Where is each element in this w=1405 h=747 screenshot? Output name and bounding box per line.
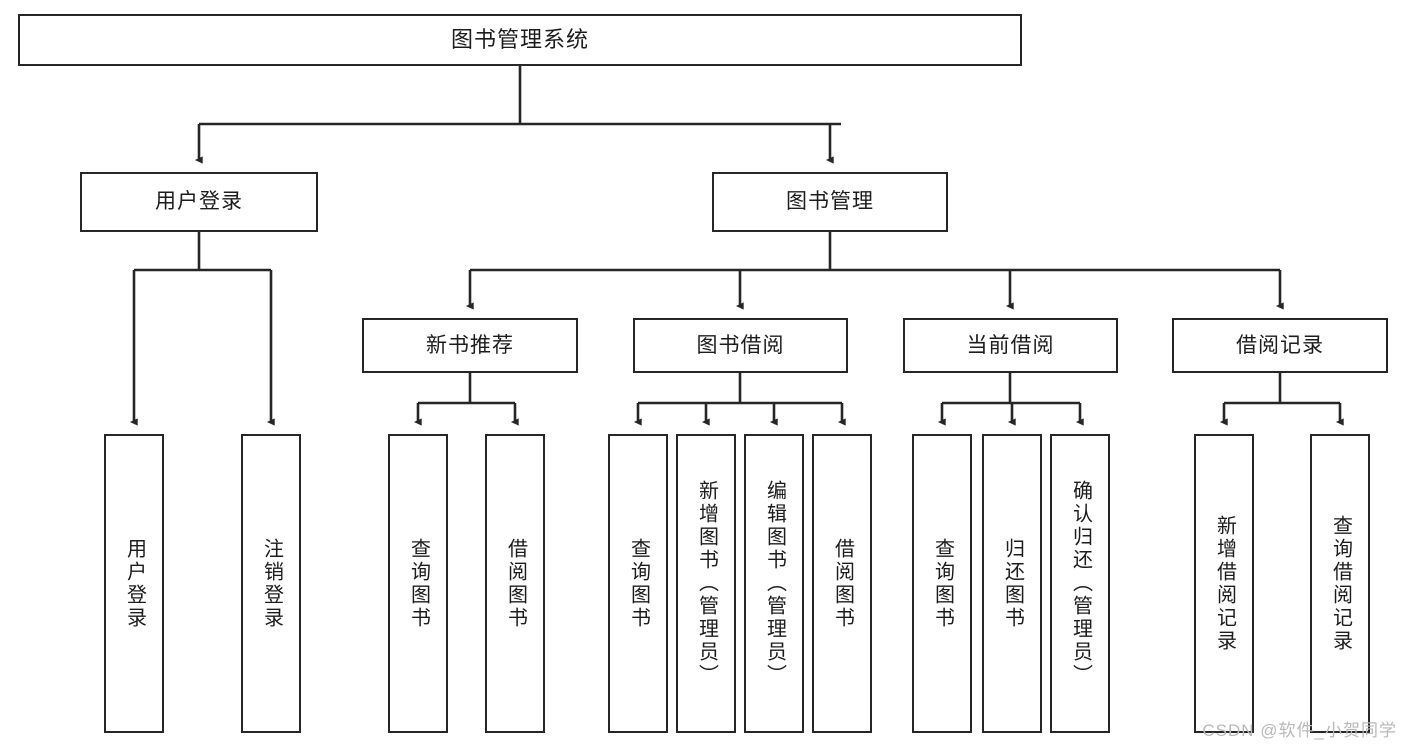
leaf-borrow-book[interactable]: 借阅图书 [812,434,872,733]
leaf-query-book-current[interactable]: 查询图书 [912,434,972,733]
leaf-borrow-book-new[interactable]: 借阅图书 [485,434,545,733]
leaf-query-borrow-record[interactable]: 查询借阅记录 [1310,434,1370,733]
leaf-add-book-admin[interactable]: 新增图书（管理员） [676,434,736,733]
node-root-system[interactable]: 图书管理系统 [18,14,1022,66]
node-current-borrow[interactable]: 当前借阅 [903,318,1118,373]
leaf-confirm-return-admin[interactable]: 确认归还（管理员） [1050,434,1110,733]
node-book-management[interactable]: 图书管理 [712,172,948,232]
leaf-add-borrow-record[interactable]: 新增借阅记录 [1194,434,1254,733]
leaf-query-book-new[interactable]: 查询图书 [388,434,448,733]
node-new-book-recommend[interactable]: 新书推荐 [362,318,578,373]
node-user-login[interactable]: 用户登录 [80,172,318,232]
leaf-return-book[interactable]: 归还图书 [982,434,1042,733]
leaf-query-book-borrow[interactable]: 查询图书 [608,434,668,733]
leaf-edit-book-admin[interactable]: 编辑图书（管理员） [744,434,804,733]
node-book-borrow[interactable]: 图书借阅 [633,318,848,373]
watermark-text: CSDN @软件_小贺同学 [1202,721,1397,740]
leaf-user-logout[interactable]: 注销登录 [241,434,301,733]
leaf-user-login[interactable]: 用户登录 [104,434,164,733]
node-borrow-record[interactable]: 借阅记录 [1172,318,1388,373]
